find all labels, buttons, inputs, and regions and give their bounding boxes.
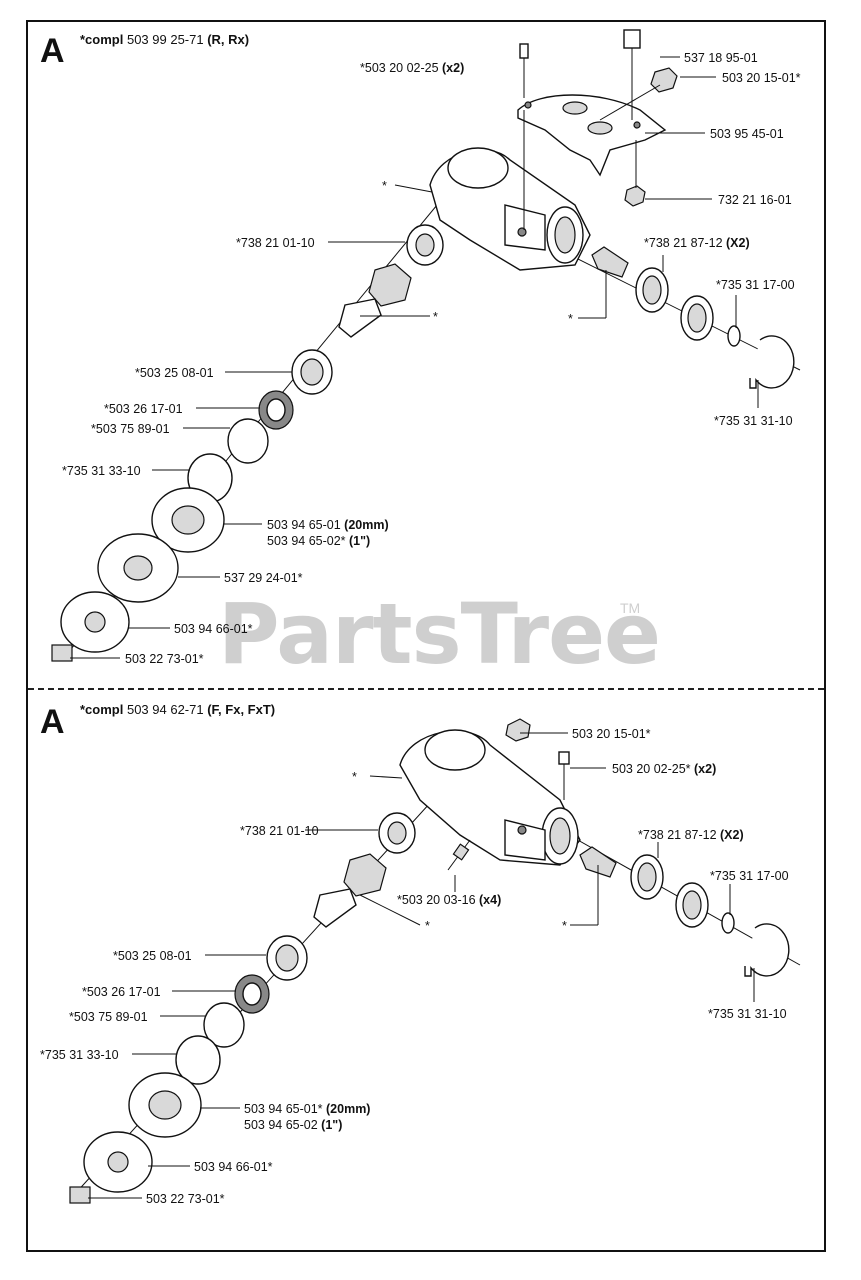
label-b-9: * (562, 919, 567, 933)
label-a-21: 503 22 73-01* (125, 652, 204, 666)
label-b-14: *735 31 33-10 (40, 1048, 119, 1062)
section-a-compl: *compl (80, 32, 124, 47)
label-a-19: 537 29 24-01* (224, 571, 303, 585)
label-b-15: 503 94 65-01* (20mm) (244, 1102, 371, 1116)
section-a-letter: A (40, 32, 65, 70)
watermark: PartsTree (218, 585, 661, 683)
bottom-assembly-drawing (69, 718, 801, 1204)
section-divider (28, 688, 824, 690)
label-b-1: 503 20 15-01* (572, 727, 651, 741)
label-b-17: 503 94 66-01* (194, 1160, 273, 1174)
label-a-6: 732 21 16-01 (718, 193, 792, 207)
section-a-number: 503 99 25-71 (126, 32, 204, 47)
label-b-4: *738 21 01-10 (240, 824, 319, 838)
label-a-9: *735 31 17-00 (716, 278, 795, 292)
label-a-4: 503 95 45-01 (710, 127, 784, 141)
label-b-13: *503 75 89-01 (69, 1010, 148, 1024)
section-a-models: (R, Rx) (207, 32, 250, 47)
diagram-frame (26, 20, 826, 1252)
label-a-13: *735 31 31-10 (714, 414, 793, 428)
section-b-compl: *compl (80, 702, 124, 717)
label-b-12: *503 26 17-01 (82, 985, 161, 999)
watermark-tm: TM (620, 600, 641, 616)
label-a-10: * (433, 310, 438, 324)
label-a-18: 503 94 65-02* (1") (267, 534, 371, 548)
label-a-12: *503 25 08-01 (135, 366, 214, 380)
section-b-number: 503 94 62-71 (126, 702, 204, 717)
section-b-models: (F, Fx, FxT) (207, 702, 276, 717)
label-a-15: *503 75 89-01 (91, 422, 170, 436)
label-a-7: *738 21 01-10 (236, 236, 315, 250)
label-b-16: 503 94 65-02 (1") (244, 1118, 343, 1132)
label-a-11: * (568, 312, 573, 326)
section-b-letter: A (40, 703, 65, 741)
label-a-1: *503 20 02-25 (x2) (360, 61, 465, 75)
label-a-14: *503 26 17-01 (104, 402, 183, 416)
label-a-3: 503 20 15-01* (722, 71, 801, 85)
top-assembly-drawing (51, 29, 801, 662)
label-a-5: * (382, 179, 387, 193)
label-a-20: 503 94 66-01* (174, 622, 253, 636)
section-b-title: *compl 503 94 62-71 (F, Fx, FxT) (80, 702, 275, 717)
label-b-10: *503 25 08-01 (113, 949, 192, 963)
section-a-title: *compl 503 99 25-71 (R, Rx) (80, 32, 249, 47)
label-a-2: 537 18 95-01 (684, 51, 758, 65)
bracket (517, 94, 667, 177)
label-b-3: 503 20 02-25* (x2) (612, 762, 717, 776)
label-b-7: *503 20 03-16 (x4) (397, 893, 502, 907)
label-b-8: * (425, 919, 430, 933)
label-a-17: 503 94 65-01 (20mm) (267, 518, 389, 532)
label-b-5: *738 21 87-12 (X2) (638, 828, 744, 842)
label-b-11: *735 31 31-10 (708, 1007, 787, 1021)
label-b-6: *735 31 17-00 (710, 869, 789, 883)
label-b-18: 503 22 73-01* (146, 1192, 225, 1206)
label-a-16: *735 31 33-10 (62, 464, 141, 478)
label-a-8: *738 21 87-12 (X2) (644, 236, 750, 250)
label-b-2: * (352, 770, 357, 784)
